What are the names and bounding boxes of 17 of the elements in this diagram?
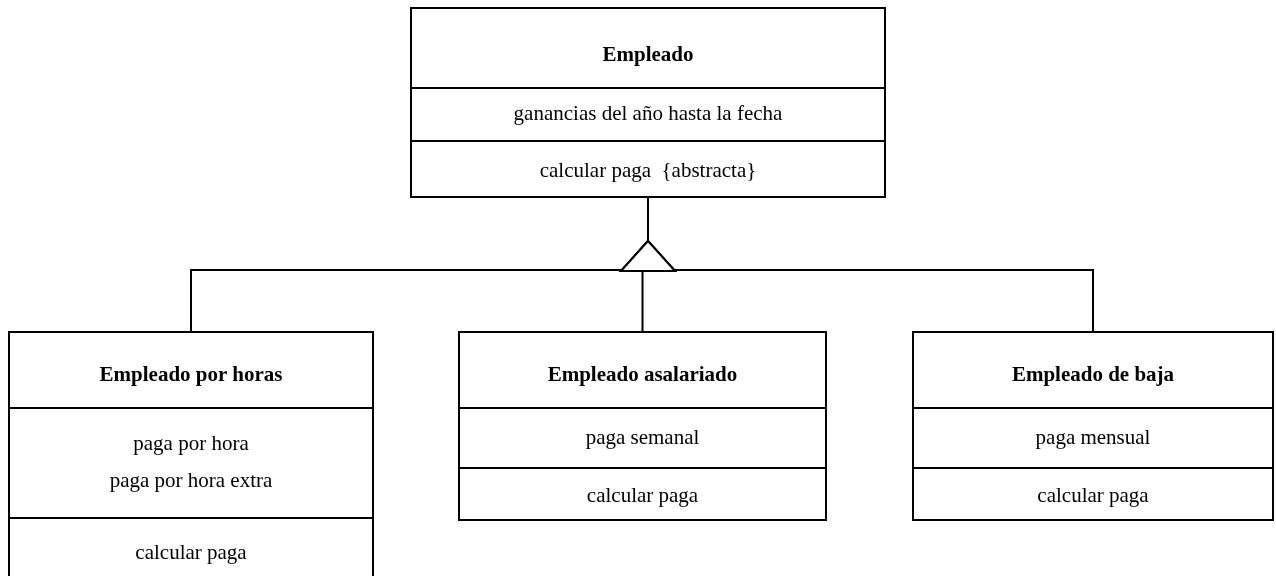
method-text: calcular paga bbox=[135, 539, 247, 565]
attribute-text: paga por hora extra bbox=[109, 468, 273, 493]
attribute-text: ganancias del año hasta la fecha bbox=[513, 101, 783, 126]
class-name: Empleado de baja bbox=[1011, 362, 1175, 387]
class-box bbox=[912, 331, 1274, 521]
attribute-text: paga semanal bbox=[585, 424, 700, 450]
method-text: calcular paga {abstracta} bbox=[539, 157, 757, 183]
class-name: Empleado por horas bbox=[99, 362, 283, 387]
class-name: Empleado asalariado bbox=[547, 362, 738, 387]
class-box bbox=[8, 331, 374, 576]
method-text: calcular paga bbox=[586, 482, 699, 508]
attribute-text: paga por hora bbox=[133, 431, 249, 456]
method-text: calcular paga bbox=[1037, 482, 1149, 508]
attribute-text: paga mensual bbox=[1035, 424, 1151, 450]
class-box bbox=[458, 331, 827, 521]
class-name: Empleado bbox=[602, 42, 694, 67]
class-box bbox=[410, 7, 886, 198]
